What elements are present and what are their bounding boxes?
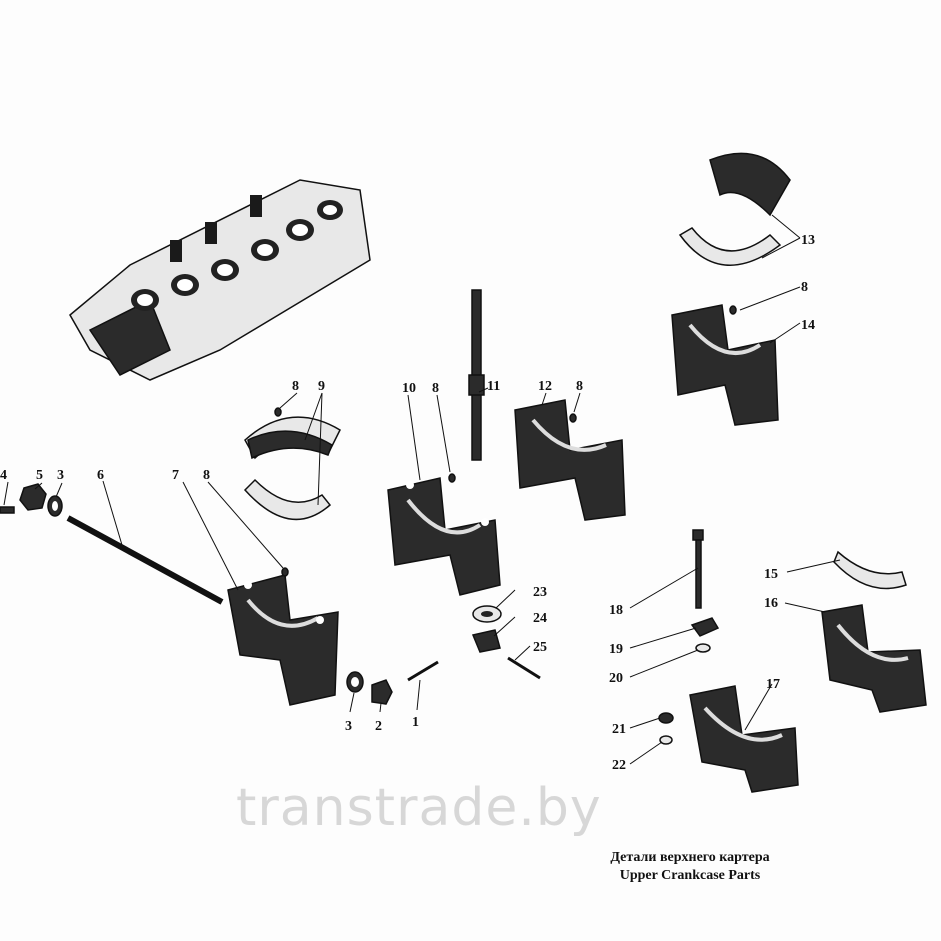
- callout-8-a: 8: [203, 468, 210, 483]
- callout-21: 21: [612, 722, 626, 737]
- part-18-bolt: [692, 529, 704, 609]
- part-4-stud: [0, 506, 15, 514]
- part-6-long-bolt: [66, 515, 224, 605]
- crankcase-block: [69, 179, 371, 381]
- callout-15: 15: [764, 567, 778, 582]
- callout-1: 1: [412, 715, 419, 730]
- watermark: transtrade.by: [236, 778, 602, 838]
- callout-numbers: 4 5 3 6 7 8 8 9 10 8 11 12 8 13 8 14 15 …: [0, 233, 815, 773]
- callout-22: 22: [612, 758, 626, 773]
- callout-5: 5: [36, 468, 43, 483]
- part-25-pin: [507, 656, 541, 680]
- callout-14: 14: [801, 318, 815, 333]
- part-13-bearing-shells: [678, 152, 791, 266]
- callout-3-upper: 3: [57, 468, 64, 483]
- part-19-lockplate: [690, 617, 720, 637]
- callout-4: 4: [0, 468, 7, 483]
- callout-20: 20: [609, 671, 623, 686]
- part-2-nut: [371, 679, 393, 705]
- part-8-dowels: [274, 305, 737, 577]
- part-5-nut: [19, 483, 47, 511]
- part-14-bearing-cap: [671, 304, 779, 426]
- callout-24: 24: [533, 611, 547, 626]
- callout-6: 6: [97, 468, 104, 483]
- callout-2: 2: [375, 719, 382, 734]
- callout-8-b: 8: [292, 379, 299, 394]
- part-9-bearing-shells: [243, 416, 341, 521]
- callout-8-d: 8: [576, 379, 583, 394]
- caption-english: Upper Crankcase Parts: [619, 868, 761, 883]
- callout-10: 10: [402, 381, 416, 396]
- callout-8-e: 8: [801, 280, 808, 295]
- part-15-shell: [833, 550, 907, 590]
- part-21-nut: [658, 712, 674, 724]
- part-7-bearing-cap: [227, 574, 339, 706]
- leader-lines: [3, 214, 841, 765]
- callout-7: 7: [172, 468, 179, 483]
- callout-11: 11: [487, 379, 500, 394]
- callout-23: 23: [533, 585, 547, 600]
- callout-16: 16: [764, 596, 778, 611]
- callout-12: 12: [538, 379, 552, 394]
- caption-russian: Детали верхнего картера: [610, 850, 770, 865]
- part-24-nut: [471, 629, 501, 653]
- callout-25: 25: [533, 640, 547, 655]
- callout-19: 19: [609, 642, 623, 657]
- part-20-washer: [695, 643, 711, 653]
- part-10-bearing-cap: [387, 477, 501, 596]
- part-16-bearing-cap: [821, 604, 927, 713]
- callout-18: 18: [609, 603, 623, 618]
- callout-17: 17: [766, 677, 780, 692]
- callout-8-c: 8: [432, 381, 439, 396]
- callout-9: 9: [318, 379, 325, 394]
- callout-13: 13: [801, 233, 815, 248]
- part-11-stud: [468, 289, 485, 461]
- callout-3-lower: 3: [345, 719, 352, 734]
- part-12-bearing-cap: [514, 399, 626, 521]
- part-1-cotter-pin: [407, 660, 439, 682]
- part-22-washer: [659, 735, 673, 745]
- part-17-bearing-cap: [689, 685, 799, 793]
